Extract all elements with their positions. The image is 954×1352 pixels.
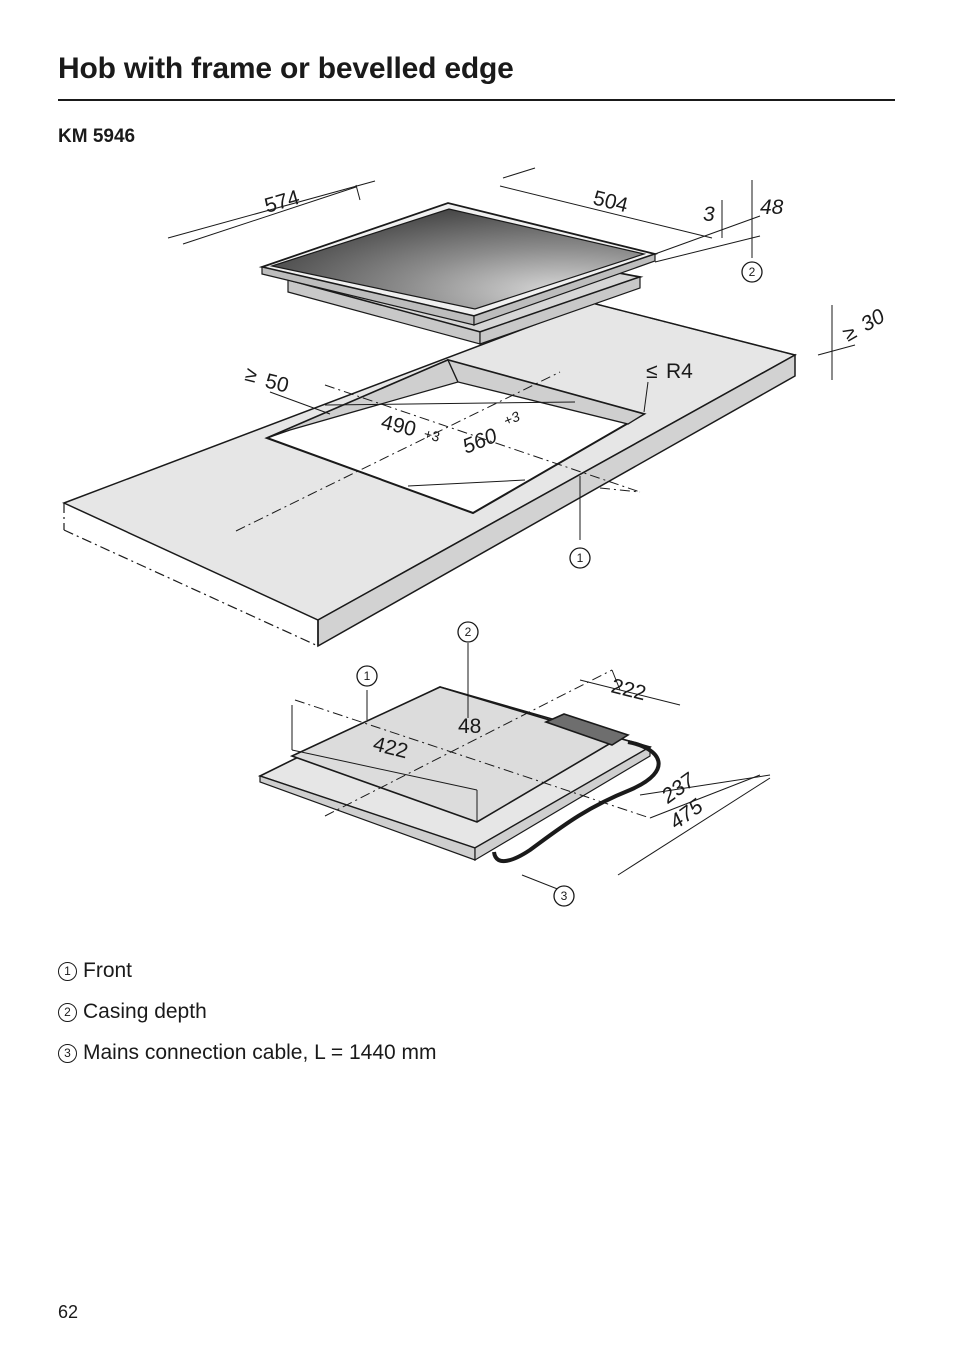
mains-cable [492,740,661,864]
dim-casing-depth: 48 [458,715,481,738]
sym-worktop: ≥ [839,321,860,347]
legend-number: 2 [58,1002,77,1022]
dim-min-edge: 50 [263,370,291,398]
worktop-cutout [264,358,647,515]
hob-underside-dimension-lines [291,643,771,891]
worktop-hidden-edges [63,302,796,647]
marker-1-underside: 1 [364,669,371,683]
dim-hob-width: 574 [262,186,302,218]
legend: 1 Front 2 Casing depth 3 Mains connectio… [58,958,437,1081]
page-title: Hob with frame or bevelled edge [58,52,514,85]
title-rule [58,99,895,101]
dim-hob-depth: 504 [591,187,631,218]
model-label: KM 5946 [58,126,136,147]
legend-item-casing-depth: 2 Casing depth [58,999,437,1025]
marker-2-top: 2 [749,265,756,279]
dim-cutout-width-tol: +3 [501,408,522,429]
marker-1-cutout: 1 [577,551,584,565]
dim-cutout-depth-tol: +3 [422,425,442,444]
dim-box-depth: 222 [609,675,649,706]
dim-worktop: 30 [857,305,889,337]
sym-radius: ≤ [646,360,658,383]
page-number: 62 [58,1302,79,1322]
dim-frame: 3 [703,203,715,226]
cutout-centre-lines [235,371,641,532]
hob-top-dimension-lines [167,167,761,263]
sym-min-edge: ≥ [243,363,260,388]
dim-hob-height: 48 [760,196,784,219]
hob-underside [257,686,653,862]
marker-circles [356,261,763,907]
marker-2-underside: 2 [465,625,472,639]
legend-label: Casing depth [83,1000,207,1023]
legend-number: 1 [58,961,77,981]
legend-item-front: 1 Front [58,958,437,984]
cutout-dimension-lines [269,305,856,540]
hob-top [258,202,659,345]
marker-3-cable: 3 [561,889,568,903]
legend-label: Front [83,959,133,982]
legend-number: 3 [58,1043,77,1063]
legend-label: Mains connection cable, L = 1440 mm [83,1041,437,1064]
dim-radius: R4 [666,360,693,383]
installation-diagram: 2 1 2 1 3 574 504 3 48 ≥ 50 490 +3 560 +… [62,167,889,907]
legend-item-mains-cable: 3 Mains connection cable, L = 1440 mm [58,1040,437,1066]
